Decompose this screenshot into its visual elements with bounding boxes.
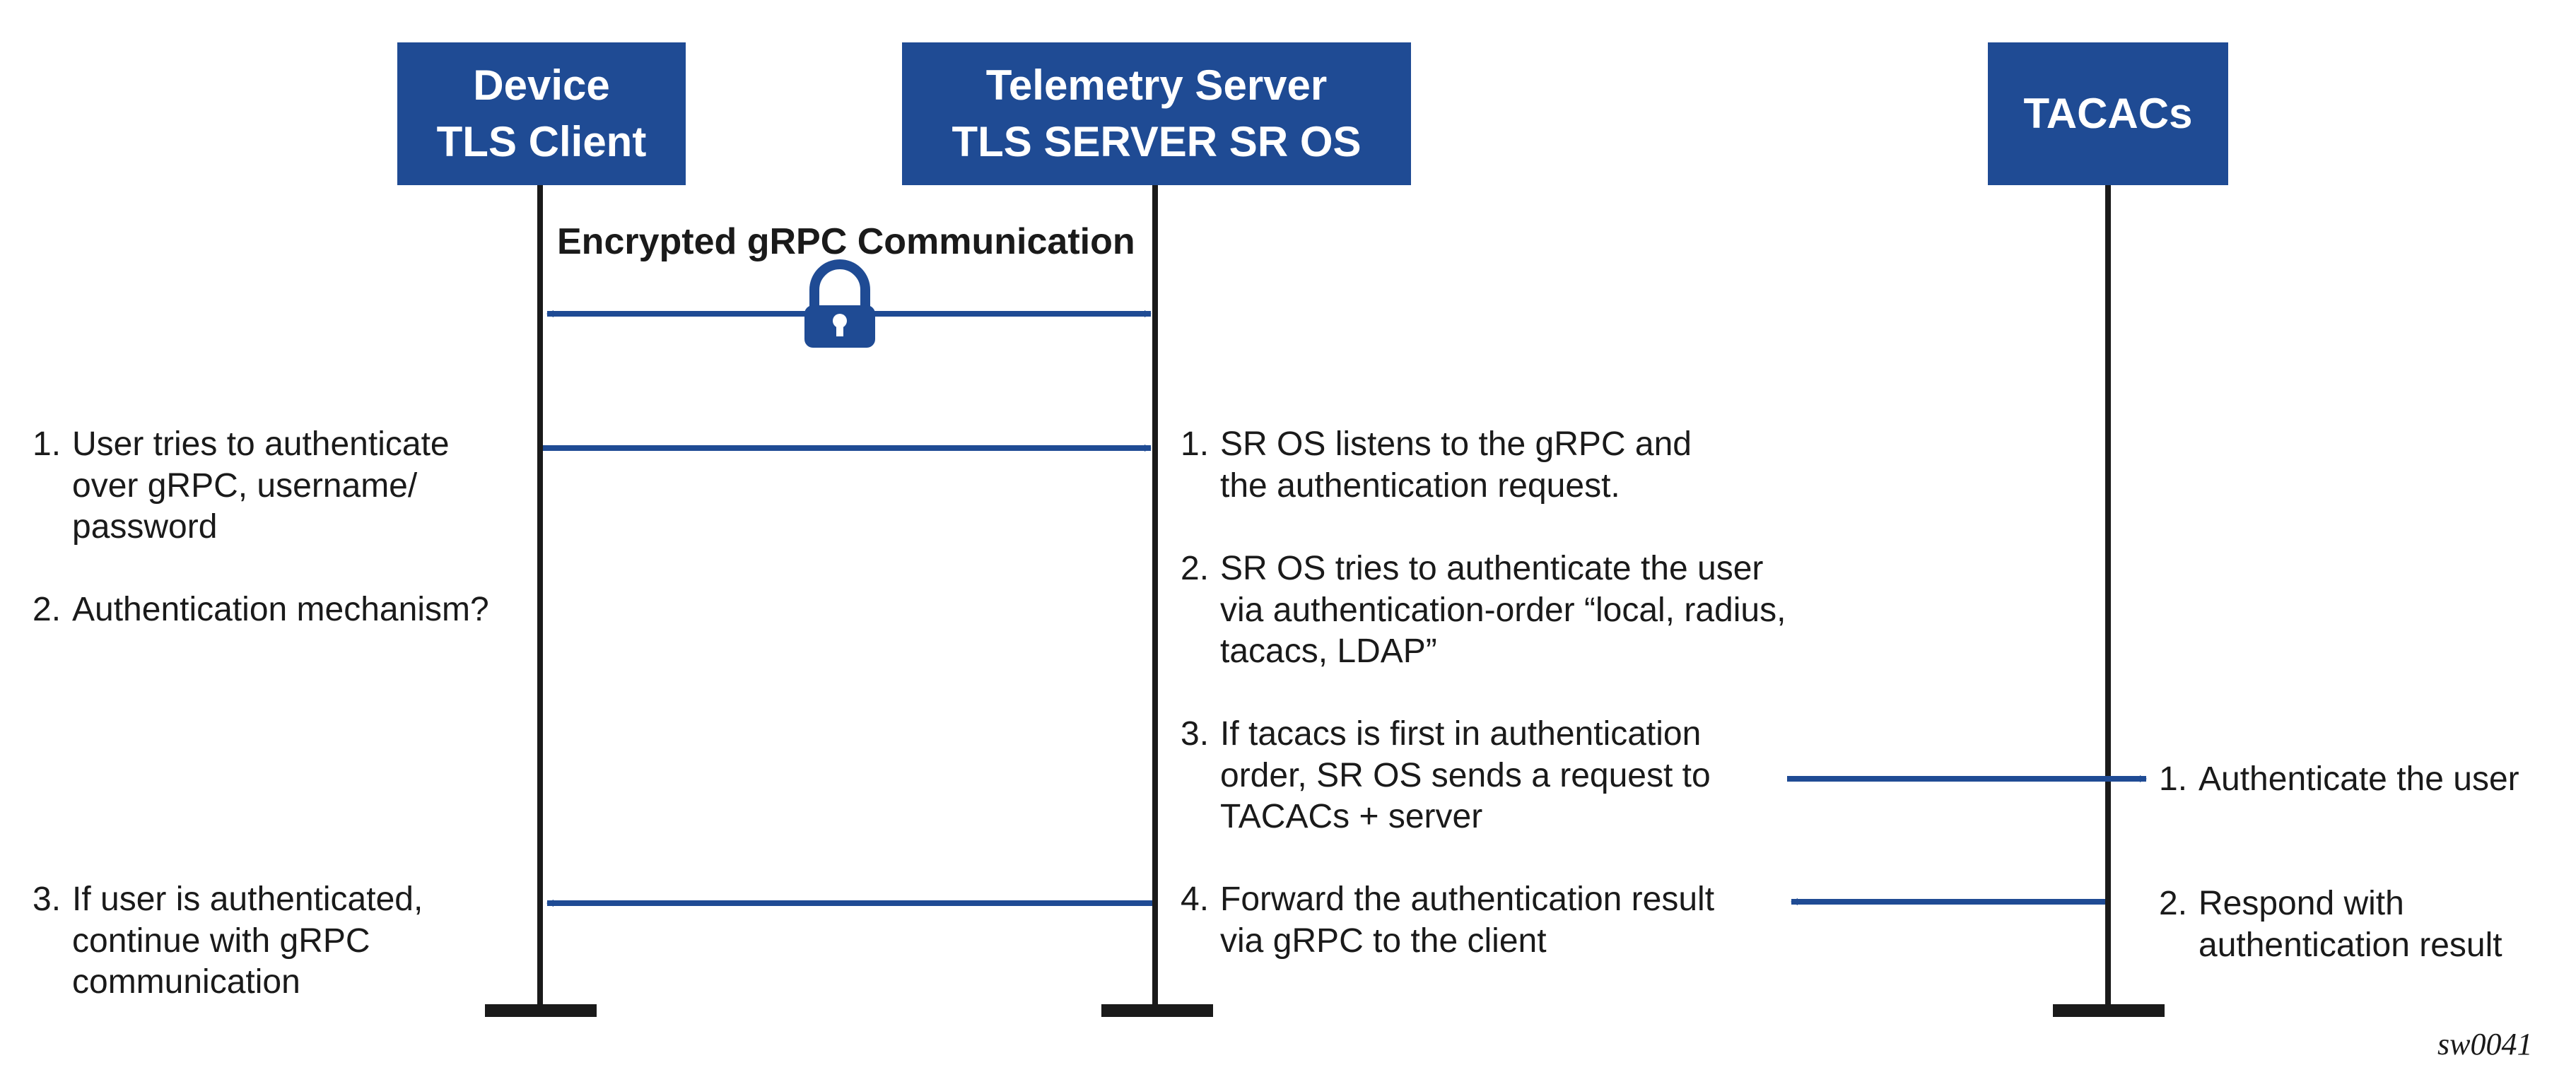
server-note-2: 2. SR OS tries to authenticate the user v… [1181, 548, 1786, 673]
device-note-3-line-3: communication [72, 963, 300, 1001]
device-note-1-line-2: over gRPC, username/ [72, 466, 418, 505]
actor-device-line-1: Device [473, 61, 610, 109]
server-note-1-number: 1. [1181, 425, 1210, 463]
server-note-4: 4. Forward the authentication result via … [1181, 879, 1714, 962]
lifeline-end-tacacs [2053, 1004, 2165, 1017]
tacacs-note-1-line-1: Authenticate the user [2199, 760, 2519, 798]
device-note-3-line-1: If user is authenticated, [72, 881, 423, 918]
server-note-1-line-2: the authentication request. [1220, 466, 1620, 505]
server-note-1: 1. SR OS listens to the gRPC and the auth… [1181, 424, 1692, 507]
server-note-2-line-2: via authentication-order “local, radius, [1220, 591, 1786, 629]
lifeline-end-server [1101, 1004, 1213, 1017]
tacacs-note-2: 2. Respond with authentication result [2159, 883, 2502, 966]
device-note-3-line-2: continue with gRPC [72, 922, 370, 960]
tacacs-note-1: 1. Authenticate the user [2159, 759, 2519, 801]
server-note-4-line-2: via gRPC to the client [1220, 922, 1547, 960]
server-note-2-number: 2. [1181, 550, 1210, 587]
server-note-3-line-3: TACACs + server [1220, 798, 1483, 835]
server-note-2-line-3: tacacs, LDAP” [1220, 632, 1437, 670]
tacacs-note-2-line-2: authentication result [2199, 926, 2502, 964]
actor-tacacs: TACACs [1988, 42, 2228, 185]
device-note-1: 1. User tries to authenticate over gRPC, … [33, 424, 450, 548]
device-note-1-number: 1. [33, 425, 62, 463]
server-note-3-line-1: If tacacs is first in authentication [1220, 715, 1702, 753]
tacacs-note-2-number: 2. [2159, 885, 2188, 922]
server-note-4-number: 4. [1181, 881, 1210, 918]
actor-device: Device TLS Client [397, 42, 686, 185]
device-note-2-number: 2. [33, 591, 62, 628]
server-note-4-line-1: Forward the authentication result [1220, 881, 1715, 918]
server-note-2-line-1: SR OS tries to authenticate the user [1220, 550, 1764, 587]
server-note-3-number: 3. [1181, 715, 1210, 753]
server-note-1-line-1: SR OS listens to the gRPC and [1220, 425, 1692, 463]
device-note-3: 3. If user is authenticated, continue wit… [33, 879, 423, 1004]
server-note-3: 3. If tacacs is first in authentication o… [1181, 714, 1711, 838]
actor-telemetry-server: Telemetry Server TLS SERVER SR OS [902, 42, 1411, 185]
lock-icon [804, 259, 875, 348]
device-note-1-line-3: password [72, 508, 218, 546]
figure-id: sw0041 [2437, 1027, 2533, 1061]
actor-device-line-2: TLS Client [436, 118, 647, 165]
device-note-3-number: 3. [33, 881, 62, 918]
lifeline-end-device [485, 1004, 597, 1017]
actor-server-line-2: TLS SERVER SR OS [952, 118, 1362, 165]
device-note-2-line-1: Authentication mechanism? [72, 591, 489, 628]
tacacs-note-2-line-1: Respond with [2199, 885, 2404, 922]
server-note-3-line-2: order, SR OS sends a request to [1220, 756, 1711, 794]
actor-tacacs-line-1: TACACs [2023, 90, 2193, 137]
device-note-1-line-1: User tries to authenticate [72, 425, 450, 463]
actor-server-line-1: Telemetry Server [985, 61, 1328, 109]
tacacs-note-1-number: 1. [2159, 760, 2188, 798]
encrypted-channel-caption: Encrypted gRPC Communication [557, 221, 1135, 262]
device-note-2: 2. Authentication mechanism? [33, 589, 489, 631]
